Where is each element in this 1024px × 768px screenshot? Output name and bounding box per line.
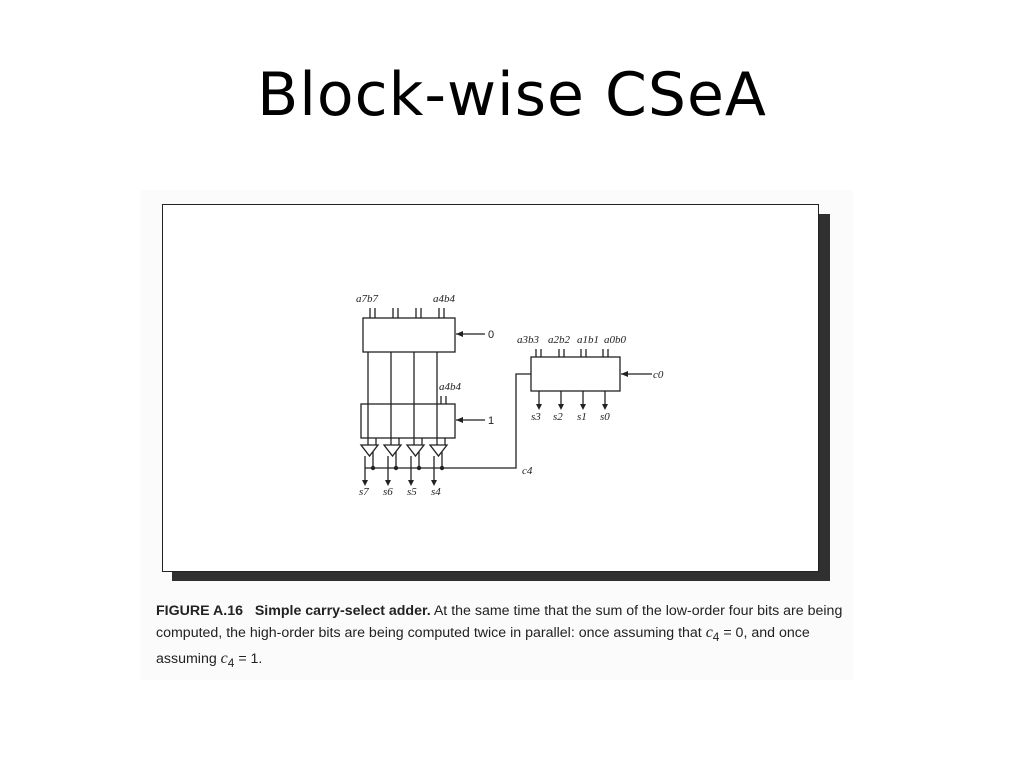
label-s3: s3	[531, 411, 541, 423]
label-s0: s0	[600, 411, 610, 423]
figure-title: Simple carry-select adder.	[254, 603, 431, 619]
arrow-carry-in-c0	[621, 371, 628, 377]
arrow-s1	[580, 404, 586, 410]
junction-dot	[393, 465, 399, 471]
mux-select-lines	[372, 452, 443, 468]
caption-c4-b-sub: 4	[227, 655, 235, 670]
low-adder-input-ticks	[535, 349, 609, 357]
arrow-s4	[431, 480, 437, 486]
slide-title: Block-wise CSeA	[257, 60, 767, 130]
label-s1: s1	[577, 411, 587, 423]
arrow-s0	[602, 404, 608, 410]
label-s4: s4	[431, 486, 441, 498]
label-a7b7: a7b7	[356, 293, 379, 305]
label-a4b4-top: a4b4	[433, 293, 456, 305]
caption-c4-a-sub: 4	[712, 629, 720, 644]
arrow-s3	[536, 404, 542, 410]
low-adder-output-lines	[538, 391, 606, 404]
figure-caption: FIGURE A.16 Simple carry-select adder. A…	[156, 600, 846, 674]
label-carry-in-1: 1	[488, 415, 494, 427]
caption-c4-a: c	[705, 624, 713, 641]
low-order-adder-block	[530, 356, 621, 392]
figure-frame	[162, 204, 819, 572]
top-adder-output-lines	[367, 352, 438, 445]
label-a1b1: a1b1	[577, 334, 599, 346]
arrow-s6	[385, 480, 391, 486]
mux-s4	[428, 444, 449, 458]
junction-dot	[370, 465, 376, 471]
mux-s6	[382, 444, 403, 458]
top-adder-input-ticks	[369, 308, 445, 318]
bottom-adder-output-lines	[375, 438, 446, 445]
label-carry-in-0: 0	[488, 329, 494, 341]
mux-s7	[359, 444, 380, 458]
label-s2: s2	[553, 411, 563, 423]
bottom-adder-input-ticks	[440, 396, 447, 404]
top-adder-block	[362, 317, 456, 353]
caption-text-3: = 1.	[234, 650, 263, 667]
figure-label: FIGURE A.16	[156, 603, 243, 619]
label-a4b4-bottom: a4b4	[439, 381, 462, 393]
arrow-s5	[408, 480, 414, 486]
arrow-carry-in-0	[456, 331, 463, 337]
label-s6: s6	[383, 486, 393, 498]
mux-s5	[405, 444, 426, 458]
junction-dot	[439, 465, 445, 471]
label-a0b0: a0b0	[604, 334, 627, 346]
arrow-carry-in-1	[456, 417, 463, 423]
label-c0: c0	[653, 369, 664, 381]
label-s7: s7	[359, 486, 369, 498]
label-c4: c4	[522, 465, 533, 477]
caption-text-2: = 0, and once assuming	[156, 625, 810, 667]
arrow-s7	[362, 480, 368, 486]
junction-dot	[416, 465, 422, 471]
caption-c4-b: c	[220, 649, 228, 667]
arrow-s2	[558, 404, 564, 410]
caption-text-1: At the same time that the sum of the low…	[156, 603, 843, 641]
label-s5: s5	[407, 486, 417, 498]
multiplexers	[359, 444, 449, 458]
label-a2b2: a2b2	[548, 334, 571, 346]
label-a3b3: a3b3	[517, 334, 540, 346]
bottom-adder-block	[360, 403, 456, 439]
